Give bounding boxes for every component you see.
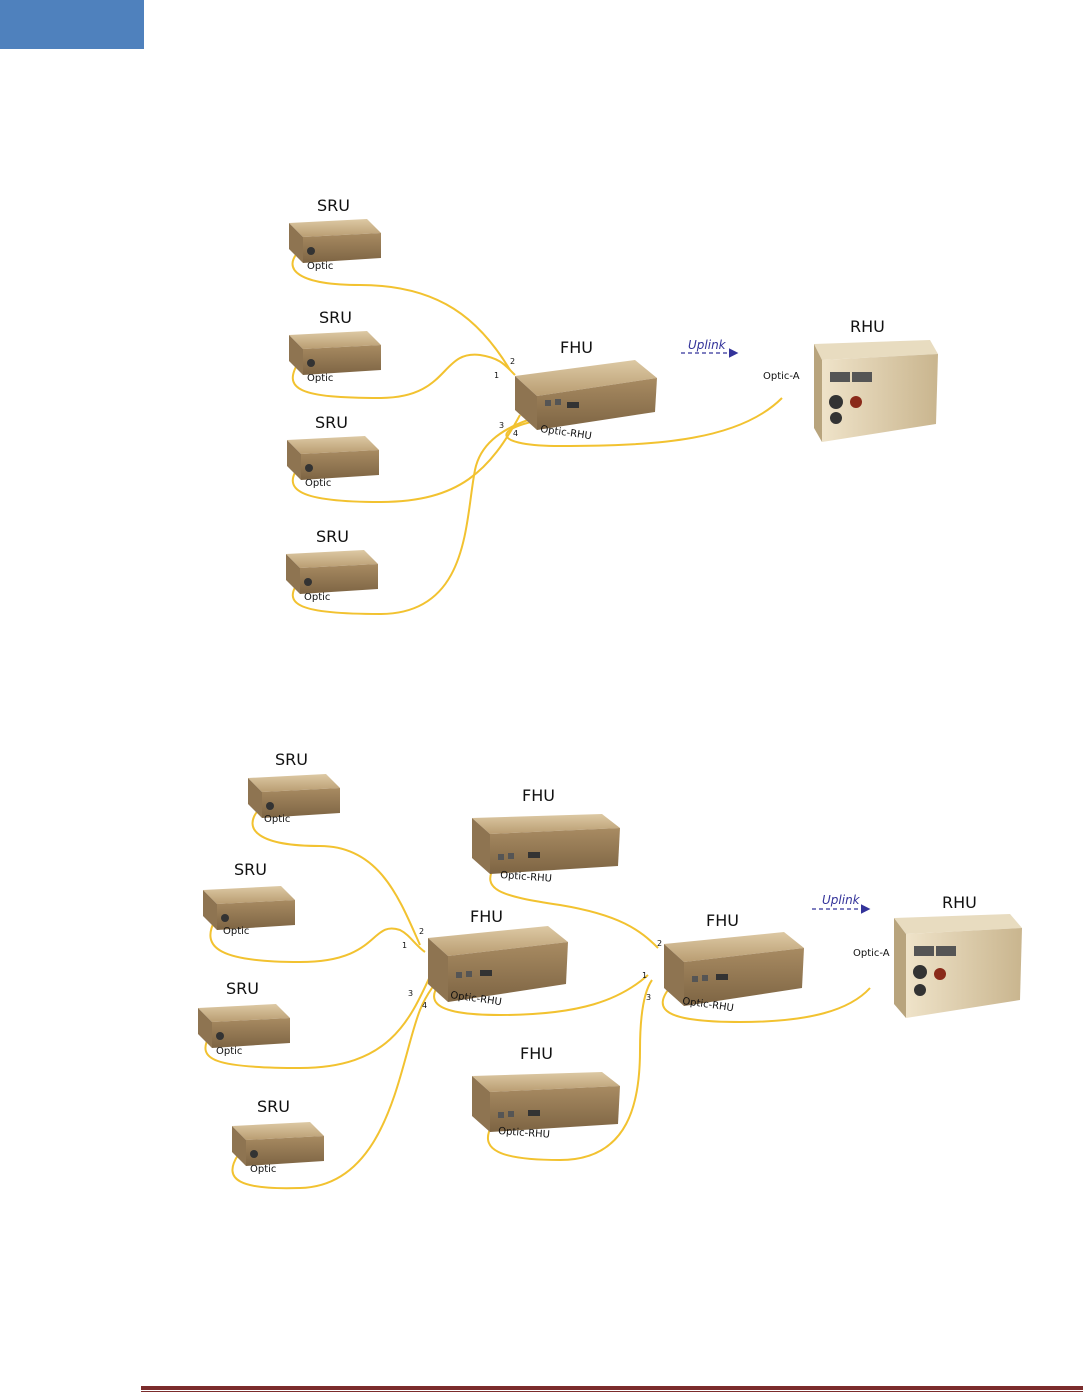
sru-title: SRU (226, 979, 259, 998)
sru-unit: SRU Optic (232, 1097, 324, 1175)
uplink-indicator: Uplink (812, 893, 868, 909)
sru-title: SRU (257, 1097, 290, 1116)
fhu-port-number: 3 (408, 989, 413, 998)
sru-port-label: Optic (223, 926, 249, 937)
diagram-one: SRU Optic SRU Optic SRU Optic SRU (286, 196, 938, 614)
sru-title: SRU (316, 527, 349, 546)
sru-port-label: Optic (305, 478, 331, 489)
diagram-two: SRU Optic SRU Optic SRU Optic SRU (198, 750, 1022, 1188)
fhu-title: FHU (522, 786, 555, 805)
rhu-port-label: Optic-A (763, 371, 800, 382)
rhu-title: RHU (850, 317, 885, 336)
uplink-label: Uplink (688, 338, 727, 352)
sru-title: SRU (275, 750, 308, 769)
sru-port-label: Optic (307, 373, 333, 384)
sru-title: SRU (234, 860, 267, 879)
fhu-port-number: 4 (513, 429, 518, 438)
sru-unit: SRU Optic (287, 413, 379, 489)
fhu-title: FHU (470, 907, 503, 926)
rhu-unit: RHU Optic-A (853, 893, 1022, 1018)
uplink-indicator: Uplink (681, 338, 736, 353)
sru-unit: SRU Optic (198, 979, 290, 1057)
fhu-unit: FHU Optic-RHU (472, 1044, 620, 1141)
fhu-port-number: 2 (419, 927, 424, 936)
fhu-port-number: 2 (510, 357, 515, 366)
sru-port-label: Optic (264, 814, 290, 825)
fhu-port-number: 3 (646, 993, 651, 1002)
rhu-port-label: Optic-A (853, 948, 890, 959)
sru-title: SRU (317, 196, 350, 215)
sru-title: SRU (315, 413, 348, 432)
fhu-port-number: 2 (657, 939, 662, 948)
fhu-port-number: 4 (422, 1001, 427, 1010)
fhu-port-label: Optic-RHU (500, 870, 552, 885)
fhu-unit: FHU Optic-RHU (472, 786, 620, 885)
fhu-port-number: 3 (499, 421, 504, 430)
fhu-title: FHU (706, 911, 739, 930)
fhu-title: FHU (520, 1044, 553, 1063)
fhu-port-number: 1 (494, 371, 499, 380)
sru-unit: SRU Optic (286, 527, 378, 603)
rhu-unit: RHU Optic-A (763, 317, 938, 442)
sru-port-label: Optic (307, 261, 333, 272)
footer-rule-thin (141, 1391, 1083, 1392)
sru-title: SRU (319, 308, 352, 327)
footer-rule (141, 1386, 1083, 1390)
sru-port-label: Optic (216, 1046, 242, 1057)
sru-port-label: Optic (250, 1164, 276, 1175)
rhu-title: RHU (942, 893, 977, 912)
uplink-label: Uplink (822, 893, 861, 907)
sru-unit: SRU Optic (203, 860, 295, 937)
fhu-port-number: 1 (642, 971, 647, 980)
sru-unit: SRU Optic (289, 196, 381, 272)
fhu-port-number: 1 (402, 941, 407, 950)
sru-unit: SRU Optic (248, 750, 340, 825)
fhu-port-label: Optic-RHU (498, 1126, 550, 1141)
sru-port-label: Optic (304, 592, 330, 603)
sru-unit: SRU Optic (289, 308, 381, 384)
fhu-title: FHU (560, 338, 593, 357)
fhu-port-label: Optic-RHU (540, 424, 593, 442)
fhu-unit: FHU 1 2 3 Optic-RHU (642, 911, 804, 1014)
